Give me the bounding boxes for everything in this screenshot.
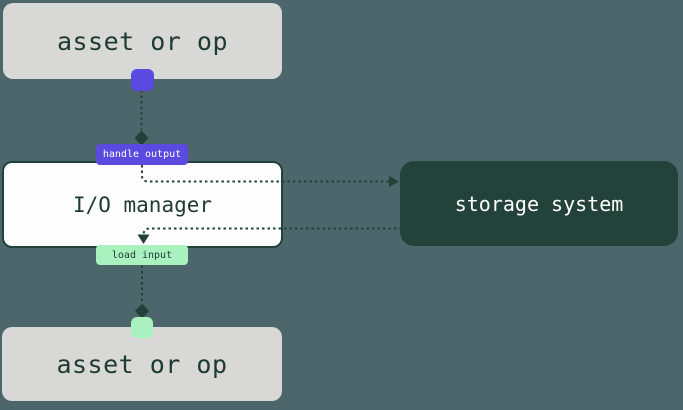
node-io-manager-label: I/O manager bbox=[72, 192, 213, 217]
input-handle bbox=[131, 317, 153, 338]
node-asset-or-op-top: asset or op bbox=[3, 3, 282, 79]
arrowhead-into-storage-icon bbox=[389, 176, 399, 187]
node-asset-or-op-top-label: asset or op bbox=[56, 26, 229, 56]
edge-label-load-input: load input bbox=[96, 245, 188, 265]
node-asset-or-op-bottom: asset or op bbox=[2, 327, 282, 401]
edge-label-handle-output-text: handle output bbox=[102, 149, 182, 160]
node-io-manager: I/O manager bbox=[2, 161, 283, 248]
node-storage-system-label: storage system bbox=[454, 191, 624, 216]
node-asset-or-op-bottom-label: asset or op bbox=[56, 349, 228, 379]
edge-label-load-input-text: load input bbox=[111, 249, 173, 261]
edge-label-handle-output: handle output bbox=[96, 144, 188, 165]
node-storage-system: storage system bbox=[400, 161, 678, 246]
output-handle bbox=[131, 69, 154, 91]
